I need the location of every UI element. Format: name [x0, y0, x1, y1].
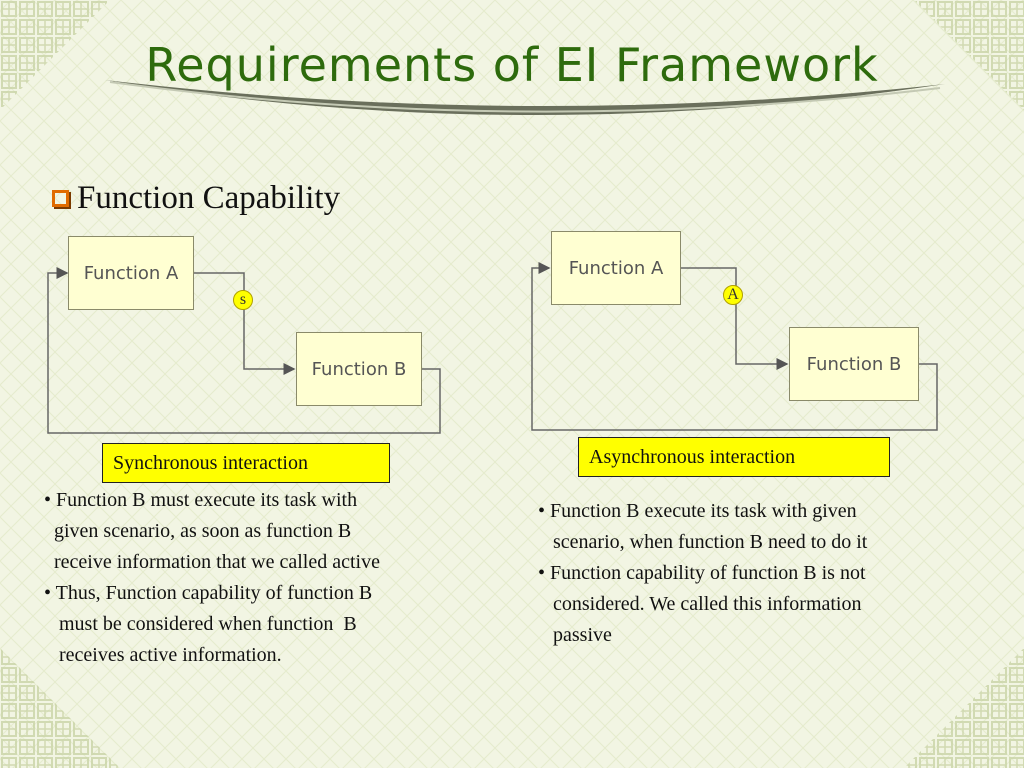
corner-ornament-bottom-right	[904, 648, 1024, 768]
async-bullet-line: considered. We called this information	[538, 593, 862, 615]
async-bullet-line: • Function capability of function B is n…	[538, 562, 866, 584]
corner-ornament-bottom-left	[0, 648, 120, 768]
sync-bullet-line: • Thus, Function capability of function …	[44, 582, 373, 604]
corner-ornament-top-left	[0, 0, 110, 110]
title-underline-swoosh	[105, 80, 945, 116]
sync-function-a-label: Function A	[83, 262, 179, 284]
async-badge: A	[723, 285, 743, 305]
async-bullet-line: • Function B execute its task with given	[538, 500, 857, 522]
sync-bullet-line: • Function B must execute its task with	[44, 489, 358, 511]
sync-badge: s	[233, 290, 253, 310]
sync-bullet-line: must be considered when function B	[44, 613, 357, 635]
async-function-a-label: Function A	[568, 257, 664, 279]
async-function-b-label: Function B	[806, 353, 902, 375]
slide-title: Requirements of EI Framework	[145, 38, 879, 92]
async-bullet-line: passive	[538, 624, 612, 646]
corner-ornament-top-right	[914, 0, 1024, 110]
sync-function-b-box: Function B	[296, 332, 422, 406]
section-heading-text: Function Capability	[77, 180, 341, 216]
sync-function-a-box: Function A	[68, 236, 194, 310]
sync-bullet-list: • Function B must execute its task with …	[44, 485, 380, 671]
sync-function-b-label: Function B	[311, 358, 407, 380]
sync-bullet-line: receive information that we called activ…	[44, 551, 380, 573]
async-bullet-line: scenario, when function B need to do it	[538, 531, 868, 553]
async-label-box: Asynchronous interaction	[578, 437, 890, 477]
async-function-a-box: Function A	[551, 231, 681, 305]
async-bullet-list: • Function B execute its task with given…	[538, 496, 867, 651]
sync-label-box: Synchronous interaction	[102, 443, 390, 483]
sync-bullet-line: receives active information.	[44, 644, 282, 666]
sync-bullet-line: given scenario, as soon as function B	[44, 520, 352, 542]
async-function-b-box: Function B	[789, 327, 919, 401]
section-heading: Function Capability	[52, 180, 340, 217]
checkbox-bullet-icon	[52, 190, 69, 207]
